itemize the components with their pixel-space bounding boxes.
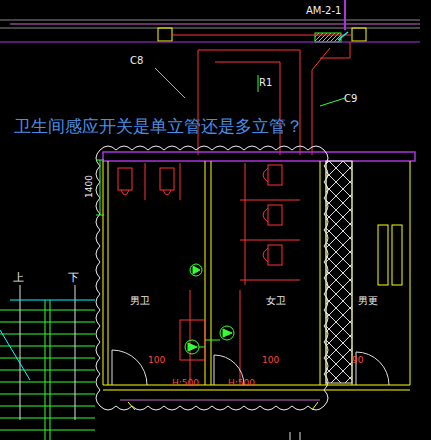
height-mark: H:500 (228, 379, 255, 388)
question-note: 卫生间感应开关是单立管还是多立管？ (14, 118, 303, 135)
circuit-tag: C9 (344, 94, 357, 104)
room-name: 男更 (358, 296, 378, 306)
circuit-tag: R1 (259, 78, 272, 88)
height-mark: 90 (352, 356, 363, 365)
height-mark: 100 (262, 356, 279, 365)
room-name: 女卫 (266, 296, 286, 306)
height-mark: 100 (148, 356, 165, 365)
top-ref: AM-2-1 (306, 6, 341, 16)
height-mark: H:500 (172, 379, 199, 388)
dimension: 1400 (85, 175, 94, 198)
stair-label: 下 (68, 272, 79, 283)
circuit-tag: C8 (130, 56, 143, 66)
room-name: 男卫 (130, 296, 150, 306)
stair-label: 上 (13, 272, 24, 283)
